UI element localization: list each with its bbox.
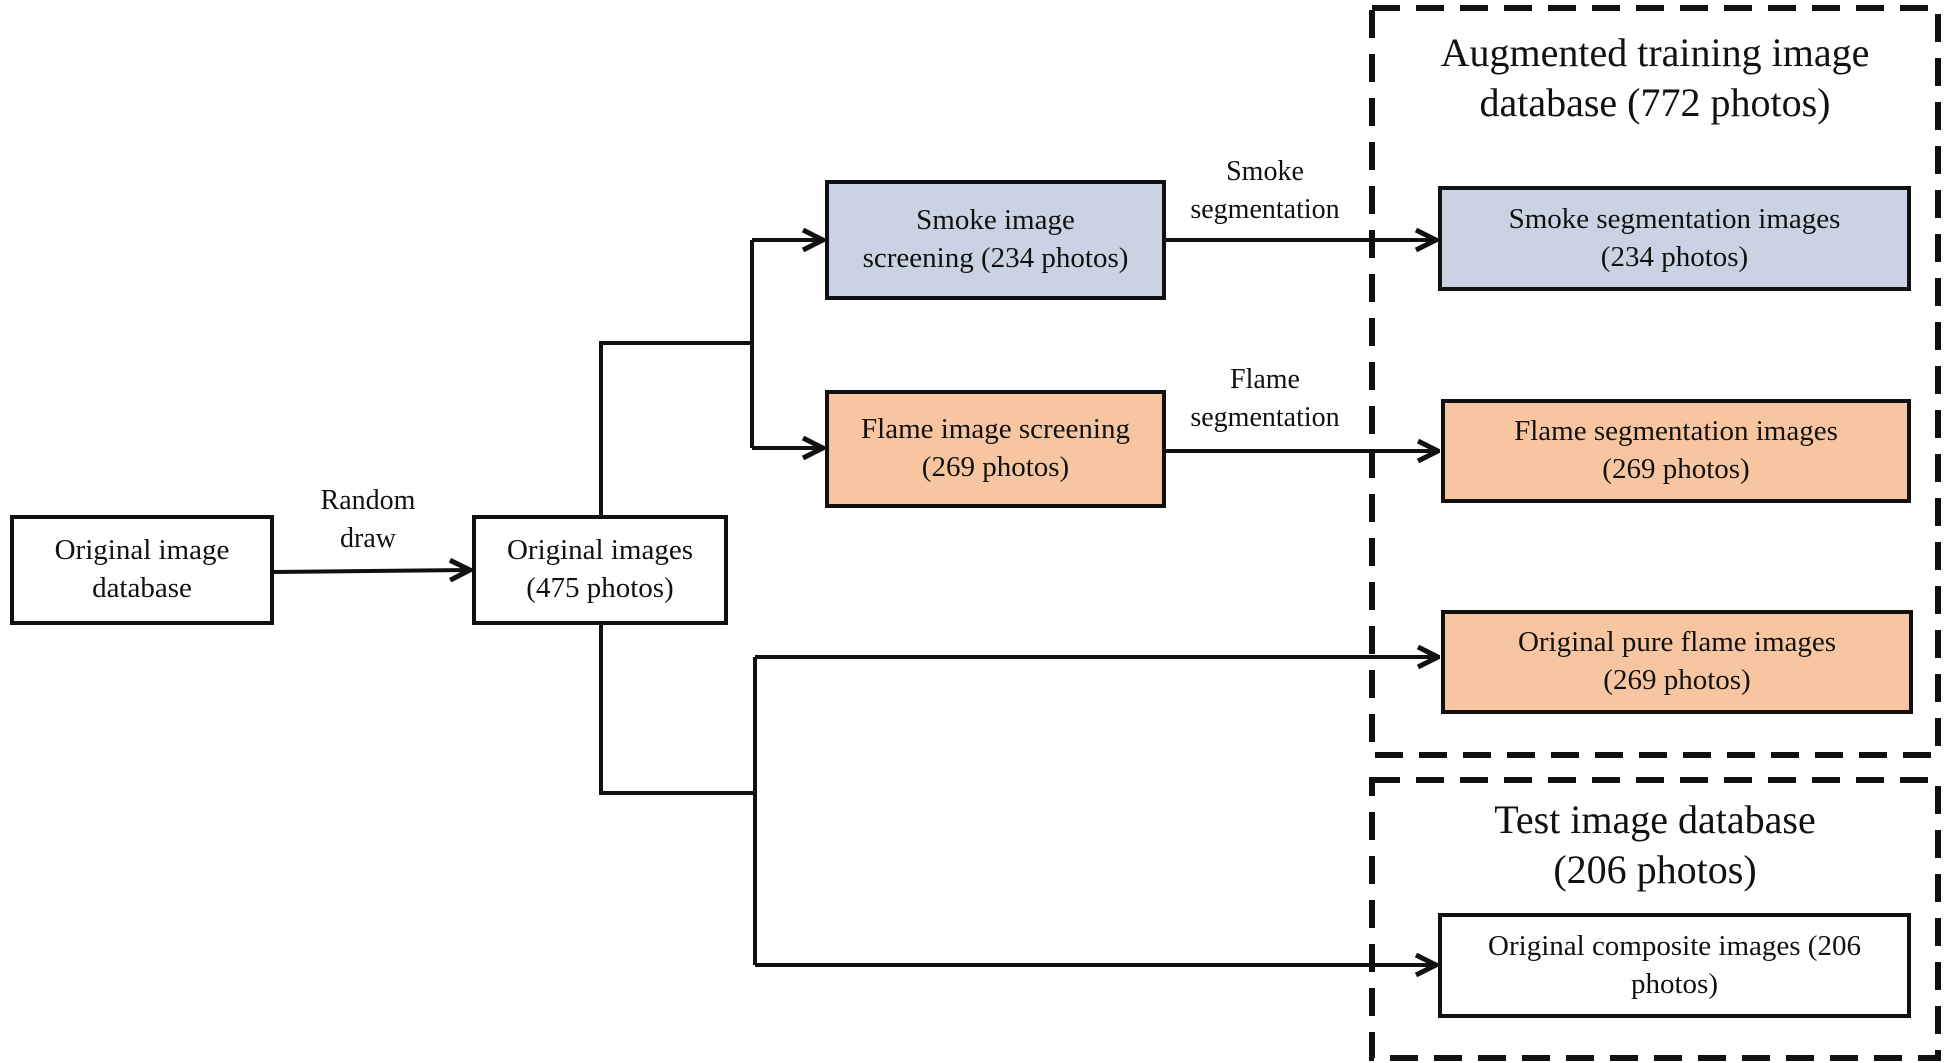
node-original-pure-flame-images: Original pure flame images (269 photos) [1441,610,1913,714]
node-label-line: Original image [54,534,230,567]
edge-to-screening-split [599,341,752,515]
edge-label-line: draw [340,522,396,554]
training-title-line-1: Augmented training image [1440,30,1870,75]
edge-label-line: Random [320,485,416,516]
edge-label-line: Flame [1230,364,1300,395]
test-title-line-2: (206 photos) [1553,847,1757,892]
node-label-line: (475 photos) [526,572,674,604]
edge-label-line: Smoke [1226,156,1304,187]
node-original-composite-images: Original composite images (206 photos) [1438,913,1911,1018]
node-original-images: Original images (475 photos) [472,515,728,625]
node-label-line: database [92,572,192,604]
training-region-title: Augmented training image database (772 p… [1390,28,1920,128]
node-label-line: (269 photos) [921,451,1070,483]
node-label-line: Smoke image [916,204,1075,237]
test-region-outline [1369,777,1941,1061]
node-label-line: Flame image screening [861,413,1130,446]
node-label-line: (269 photos) [1602,453,1750,485]
node-smoke-segmentation-images: Smoke segmentation images (234 photos) [1438,186,1911,291]
node-smoke-image-screening: Smoke image screening (234 photos) [825,180,1166,300]
training-region-outline [1369,5,1941,758]
node-label-line: photos) [1631,967,1718,1000]
node-original-image-database: Original image database [10,515,274,625]
test-title-line-1: Test image database [1494,797,1816,842]
edge-label-line: segmentation [1190,193,1340,225]
node-label-line: Original images [506,534,694,567]
test-region-title: Test image database (206 photos) [1390,795,1920,895]
node-label-line: Original composite images (206 [1488,929,1861,962]
node-label-line: (234 photos) [1600,240,1749,273]
edge-label-random-draw: Random draw [288,482,448,558]
node-label-line: Smoke segmentation images [1508,202,1841,235]
edge-label-smoke-segmentation: Smoke segmentation [1170,153,1360,229]
edge-label-line: segmentation [1190,401,1340,433]
node-label-line: Original pure flame images [1517,626,1837,659]
training-title-line-2: database (772 photos) [1479,80,1831,125]
node-flame-segmentation-images: Flame segmentation images (269 photos) [1441,399,1911,503]
node-label-line: (269 photos) [1603,664,1751,696]
node-label-line: screening (234 photos) [862,242,1129,274]
node-label-line: Flame segmentation images [1514,415,1838,448]
edge-to-bottom-split [599,625,755,795]
edge-random-draw [273,570,470,572]
edge-label-flame-segmentation: Flame segmentation [1170,361,1360,437]
node-flame-image-screening: Flame image screening (269 photos) [825,390,1166,508]
